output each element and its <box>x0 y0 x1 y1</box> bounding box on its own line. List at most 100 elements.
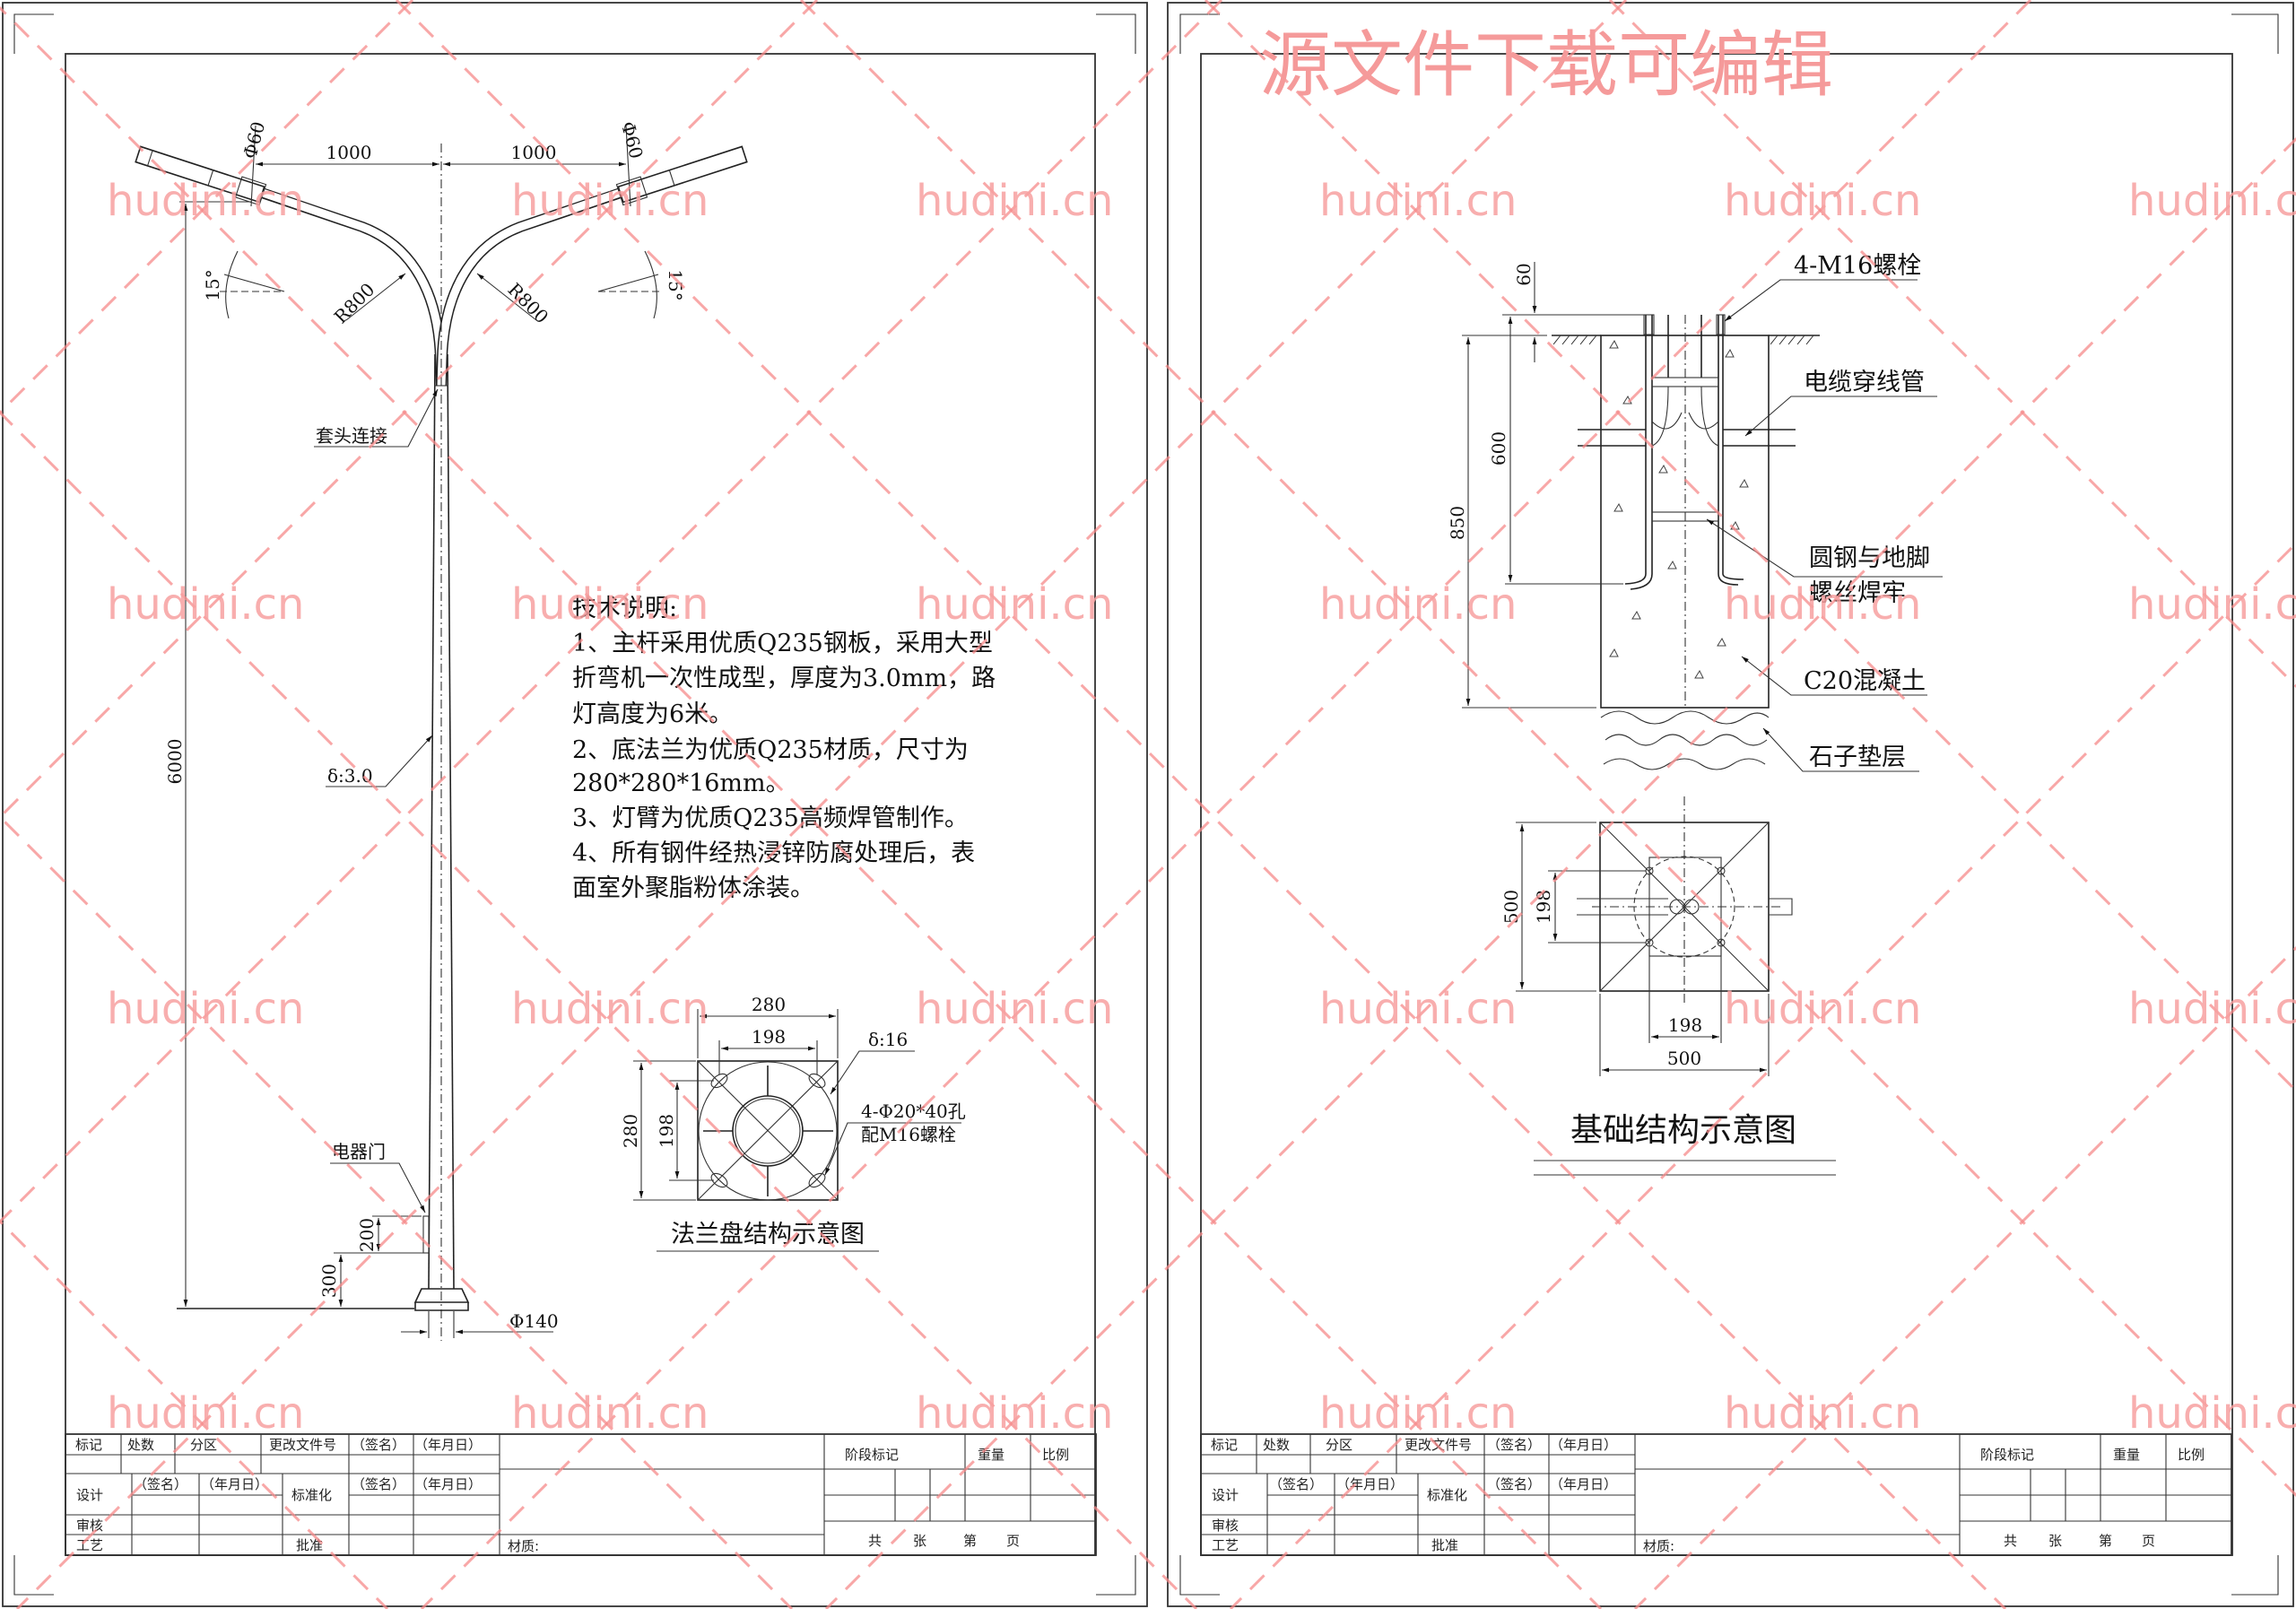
tb-material: 材质: <box>508 1538 539 1554</box>
corner-marks <box>13 13 1136 1596</box>
tb-nth: 第 <box>963 1533 977 1549</box>
pole-stub <box>1667 315 1702 378</box>
bolt-holes <box>710 1073 826 1188</box>
tb-date: （年月日） <box>1550 1437 1617 1453</box>
tb-sign: （签名） <box>1269 1476 1323 1492</box>
tb-material: 材质: <box>1643 1538 1674 1554</box>
watermark-text: hudini.cn <box>1724 579 1921 630</box>
cable-conduit <box>1578 429 1796 447</box>
dim-plan-width: 500 <box>1667 1048 1701 1069</box>
note-line: 280*280*16mm。 <box>572 770 790 797</box>
tb-scale: 比例 <box>2178 1447 2205 1463</box>
watermark-text: hudini.cn <box>107 176 304 226</box>
lamp-head-left <box>135 145 267 206</box>
base-flange <box>413 1288 470 1311</box>
tb-count: 处数 <box>1263 1437 1290 1453</box>
dim-base-diameter: Φ140 <box>509 1310 559 1332</box>
watermark-text: hudini.cn <box>916 1388 1113 1439</box>
tb-design: 设计 <box>1212 1487 1239 1503</box>
pole-shaft <box>177 144 470 1341</box>
watermark-text: hudini.cn <box>511 579 709 630</box>
tb-sheets: 张 <box>2048 1533 2062 1549</box>
note-line: 面室外聚脂粉体涂装。 <box>572 874 814 902</box>
tb-date: （年月日） <box>414 1476 482 1492</box>
corner-marks <box>1179 13 2279 1596</box>
electrical-door <box>422 1215 430 1254</box>
tb-approve: 批准 <box>1431 1537 1458 1553</box>
anchor-bolts-label: 4-M16螺栓 <box>1794 252 1921 280</box>
foundation-section: 60 600 850 4-M16螺栓 电缆穿线管 圆钢与地脚 螺丝焊牢 C20混… <box>1447 252 1943 772</box>
watermark-text: hudini.cn <box>1319 984 1517 1034</box>
note-line: 1、主杆采用优质Q235钢板，采用大型 <box>572 630 993 657</box>
watermark-text: hudini.cn <box>1319 1388 1517 1439</box>
cable-conduit-label: 电缆穿线管 <box>1804 369 1925 396</box>
tb-date: （年月日） <box>201 1476 268 1492</box>
tb-sign: （签名） <box>134 1476 187 1492</box>
tb-total: 共 <box>2004 1533 2017 1549</box>
tb-date: （年月日） <box>414 1437 482 1453</box>
tb-review: 审核 <box>1212 1518 1239 1534</box>
sheet-inner-border <box>1200 53 2233 1556</box>
dim-plan-height: 500 <box>1500 890 1522 924</box>
dim-hole-spacing-top: 198 <box>752 1026 786 1048</box>
dim-bolt-protrusion: 60 <box>1513 263 1535 285</box>
tb-process: 工艺 <box>1212 1537 1239 1553</box>
dim-door-base: 300 <box>318 1264 340 1298</box>
watermark-text: hudini.cn <box>1319 579 1517 630</box>
dim-arm-diameter-right: Φ60 <box>617 119 648 161</box>
dim-plan-bolt-horizontal: 198 <box>1668 1014 1702 1036</box>
watermark-text: hudini.cn <box>107 1388 304 1439</box>
tb-stage-mark: 阶段标记 <box>845 1447 899 1463</box>
watermark-text: hudini.cn <box>2128 984 2296 1034</box>
flange-holes-label: 4-Φ20*40孔 <box>861 1100 966 1122</box>
sleeve-connection-label: 套头连接 <box>316 425 387 447</box>
dim-arm-spacing-right: 1000 <box>511 142 557 163</box>
watermark-text: hudini.cn <box>511 176 709 226</box>
tb-process: 工艺 <box>76 1537 103 1553</box>
tb-date: （年月日） <box>1550 1476 1617 1492</box>
tb-nth: 第 <box>2099 1533 2112 1549</box>
watermark-text: hudini.cn <box>107 579 304 630</box>
sheet-outer-border <box>2 2 1148 1607</box>
note-line: 折弯机一次性成型，厚度为3.0mm，路 <box>572 665 996 692</box>
watermark-text: hudini.cn <box>511 984 709 1034</box>
tb-sign: （签名） <box>1487 1476 1541 1492</box>
foundation-plan: 500 198 198 500 基础结构示意图 <box>1500 796 1836 1176</box>
note-line: 3、灯臂为优质Q235高频焊管制作。 <box>572 804 969 832</box>
dim-radius-left: R800 <box>330 279 379 328</box>
tb-weight: 重量 <box>2113 1447 2140 1463</box>
watermark-text: hudini.cn <box>1319 176 1517 226</box>
watermark-text: hudini.cn <box>107 984 304 1034</box>
tb-sign: （签名） <box>352 1476 405 1492</box>
watermark-text: hudini.cn <box>2128 176 2296 226</box>
dim-arm-diameter-left: Φ60 <box>239 119 269 161</box>
foundation-title: 基础结构示意图 <box>1570 1112 1796 1149</box>
pole-elevation: 1000 1000 Φ60 Φ60 15° 15° R800 R800 套头连接… <box>135 119 748 1341</box>
watermark-text: hudini.cn <box>1724 1388 1921 1439</box>
dim-tilt-left: 15° <box>202 269 223 300</box>
watermark-text: hudini.cn <box>916 176 1113 226</box>
flange-thickness-label: δ:16 <box>868 1029 908 1050</box>
tb-scale: 比例 <box>1042 1447 1069 1463</box>
tb-design: 设计 <box>76 1487 103 1503</box>
tb-zone: 分区 <box>1326 1437 1352 1453</box>
dim-bolt-length: 600 <box>1488 431 1509 465</box>
dim-plan-bolt-vertical: 198 <box>1533 890 1554 924</box>
tb-sheets: 张 <box>913 1533 926 1549</box>
tb-standardize: 标准化 <box>1427 1487 1467 1503</box>
tb-standardize: 标准化 <box>291 1487 332 1503</box>
tie-bar <box>1651 511 1719 522</box>
gravel-layer <box>1600 710 1770 770</box>
flange-plan: 280 198 280 198 δ:16 4-Φ20*40孔 配M16螺栓 法兰… <box>620 994 966 1252</box>
dim-door-height: 200 <box>356 1218 378 1252</box>
tb-change-doc: 更改文件号 <box>269 1437 336 1453</box>
concrete-label: C20混凝土 <box>1804 667 1926 695</box>
title-block-right: 标记 处数 分区 更改文件号 （签名） （年月日） 设计 （签名） （年月日） … <box>1200 1433 2232 1556</box>
title-block-left: 标记 处数 分区 更改文件号 （签名） （年月日） 设计 （签名） （年月日） … <box>65 1433 1097 1556</box>
watermark-banner: 源文件下载可编辑 <box>1259 23 1833 107</box>
dim-foundation-depth: 850 <box>1447 506 1468 540</box>
tb-mark: 标记 <box>75 1437 102 1453</box>
electrical-door-label: 电器门 <box>332 1141 386 1162</box>
